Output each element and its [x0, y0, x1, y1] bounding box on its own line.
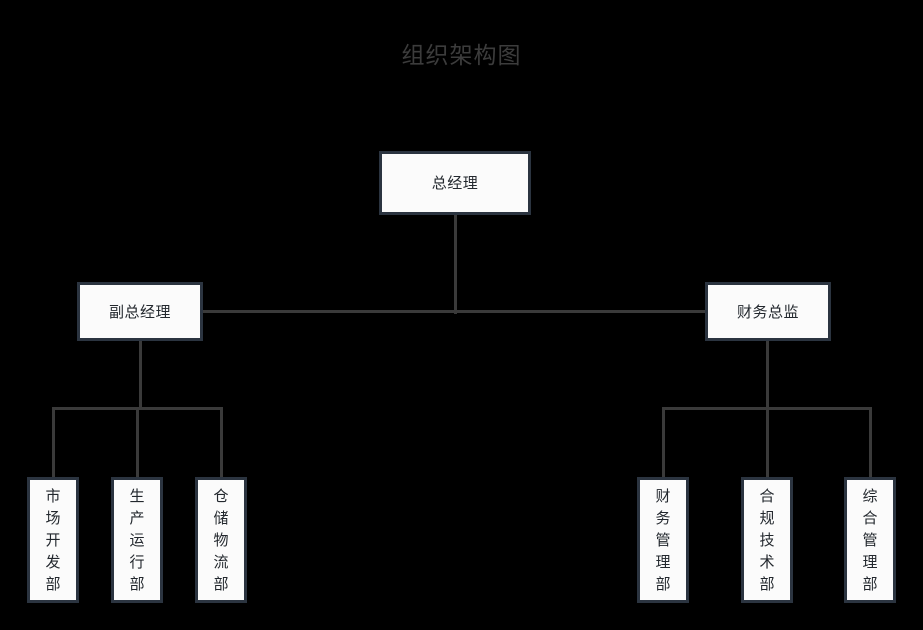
node-label: 综合管理部 — [862, 487, 878, 593]
node-market-development-dept[interactable]: 市场开发部 — [27, 477, 79, 603]
connector-left-leaf-drop-2 — [136, 407, 139, 478]
connector-level2-bus — [139, 310, 768, 313]
connector-right-parent-drop — [766, 340, 769, 410]
node-label: 仓储物流部 — [213, 487, 229, 593]
connector-right-leaf-drop-1 — [662, 407, 665, 478]
connector-right-leaf-drop-2 — [766, 407, 769, 478]
node-general-management-dept[interactable]: 综合管理部 — [844, 477, 896, 603]
node-warehouse-logistics-dept[interactable]: 仓储物流部 — [195, 477, 247, 603]
node-finance-management-dept[interactable]: 财务管理部 — [637, 477, 689, 603]
node-label: 副总经理 — [108, 302, 171, 321]
connector-left-leaf-drop-3 — [220, 407, 223, 478]
node-label: 财务管理部 — [655, 487, 671, 593]
node-finance-director[interactable]: 财务总监 — [705, 282, 831, 341]
node-label: 生产运行部 — [129, 487, 145, 593]
node-deputy-general-manager[interactable]: 副总经理 — [77, 282, 203, 341]
connector-left-leaf-drop-1 — [52, 407, 55, 478]
page-title: 组织架构图 — [401, 43, 522, 69]
node-label: 总经理 — [431, 174, 479, 192]
node-compliance-technology-dept[interactable]: 合规技术部 — [741, 477, 793, 603]
node-label: 财务总监 — [736, 302, 799, 321]
connector-right-leaf-drop-3 — [869, 407, 872, 478]
connector-root-drop — [454, 214, 457, 314]
node-label: 市场开发部 — [45, 487, 61, 593]
node-root-general-manager[interactable]: 总经理 — [379, 151, 531, 215]
connector-left-parent-drop — [139, 340, 142, 410]
node-production-operation-dept[interactable]: 生产运行部 — [111, 477, 163, 603]
node-label: 合规技术部 — [759, 487, 775, 593]
